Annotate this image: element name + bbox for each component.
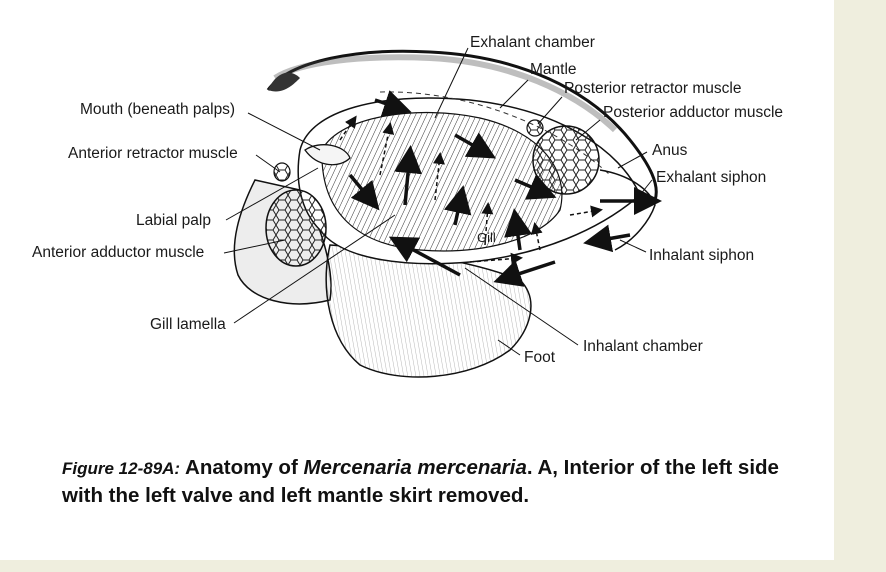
leader-mouth xyxy=(247,112,321,151)
flow-arrow xyxy=(388,236,461,277)
flow-arrow xyxy=(454,132,497,159)
flow-arrow xyxy=(374,90,412,117)
label-anterior-retractor-muscle: Anterior retractor muscle xyxy=(68,145,238,162)
caption-text-before: Anatomy of xyxy=(185,456,298,479)
flow-arrow xyxy=(514,173,557,200)
label-inhalant-siphon: Inhalant siphon xyxy=(649,247,755,264)
flow-arrow xyxy=(348,173,380,211)
leader-anterior-retractor xyxy=(255,154,281,173)
label-foot: Foot xyxy=(524,349,556,366)
flow-arrow xyxy=(394,145,422,206)
flow-dash xyxy=(379,122,395,176)
figure-caption: Figure 12-89A: Anatomy of Mercenaria mer… xyxy=(62,454,802,509)
caption-species: Mercenaria mercenaria xyxy=(303,456,527,479)
leader-anterior-adductor xyxy=(223,239,286,254)
umbo xyxy=(268,72,300,92)
label-inhalant-chamber: Inhalant chamber xyxy=(583,338,703,355)
flow-arrow xyxy=(493,260,556,287)
flow-arrow xyxy=(443,185,472,226)
flow-dash xyxy=(433,152,445,201)
label-mantle: Mantle xyxy=(530,61,577,78)
flow-dash xyxy=(530,222,543,251)
anterior-adductor-shape xyxy=(265,189,327,267)
leader-labial-palp xyxy=(225,167,319,221)
flow-arrow xyxy=(504,208,532,251)
leader-posterior-adductor xyxy=(575,119,601,141)
flow-dash xyxy=(569,205,603,218)
labial-palp-shape xyxy=(304,144,351,166)
leader-mantle xyxy=(499,79,529,109)
label-gill: Gill xyxy=(477,230,496,245)
leader-exhalant-chamber xyxy=(434,47,469,119)
figure-number: Figure 12-89A: xyxy=(62,459,181,478)
leader-foot xyxy=(497,339,521,356)
flow-arrow xyxy=(583,224,631,253)
flow-dashes xyxy=(339,115,603,265)
shell-outline xyxy=(266,49,658,201)
leader-inhalant-chamber xyxy=(464,267,579,346)
posterior-retractor-shape xyxy=(526,119,544,137)
flow-dash xyxy=(339,115,357,141)
leader-inhalant-siphon xyxy=(619,239,647,253)
leader-exhalant-siphon xyxy=(639,179,653,196)
leader-anus xyxy=(617,151,648,169)
flow-dash xyxy=(469,252,523,265)
label-exhalant-chamber: Exhalant chamber xyxy=(470,34,595,51)
label-gill-lamella: Gill lamella xyxy=(150,316,226,333)
label-posterior-retractor-muscle: Posterior retractor muscle xyxy=(564,80,742,97)
posterior-adductor-shape xyxy=(532,125,600,195)
caption-text-after: . A, Interior of the left side with the … xyxy=(62,456,779,507)
label-labial-palp: Labial palp xyxy=(136,212,211,229)
gill-shape xyxy=(321,111,563,252)
anterior-retractor-shape xyxy=(273,162,291,182)
figure-panel: Exhalant chamber Mantle Posterior retrac… xyxy=(0,0,834,560)
leader-posterior-retractor xyxy=(537,96,563,125)
foot-shape xyxy=(325,244,532,378)
label-mouth: Mouth (beneath palps) xyxy=(80,101,236,118)
label-exhalant-siphon: Exhalant siphon xyxy=(656,169,767,186)
label-anus: Anus xyxy=(652,142,688,159)
label-posterior-adductor-muscle: Posterior adductor muscle xyxy=(603,104,784,121)
hinge-ligament xyxy=(273,54,618,133)
label-anterior-adductor-muscle: Anterior adductor muscle xyxy=(32,244,205,261)
flow-arrows xyxy=(348,90,662,287)
leader-gill-lamella xyxy=(233,214,396,324)
leader-lines xyxy=(223,47,653,356)
clam-anatomy-diagram xyxy=(223,47,662,378)
